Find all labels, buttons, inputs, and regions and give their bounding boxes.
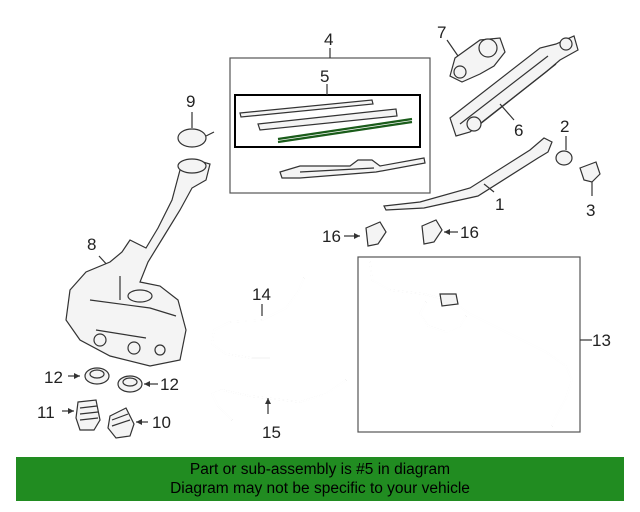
nozzle-right-part-16: 16 bbox=[421, 219, 479, 245]
hose-part-14: 14 bbox=[211, 277, 305, 359]
callout-7: 7 bbox=[437, 23, 446, 42]
wiper-blade bbox=[279, 157, 426, 179]
washer-tank-part-8: 8 bbox=[65, 158, 211, 367]
pump-part-10: 10 bbox=[107, 407, 171, 439]
banner-line-1: Part or sub-assembly is #5 in diagram bbox=[189, 461, 451, 478]
callout-6: 6 bbox=[514, 121, 523, 140]
callout-1: 1 bbox=[495, 195, 504, 214]
grommet-left-part-12: 12 bbox=[44, 367, 110, 387]
wiper-linkage-part-6: 6 bbox=[449, 35, 579, 140]
wiper-arm-part-1: 1 bbox=[383, 137, 553, 214]
tank-cap-part-9: 9 bbox=[177, 92, 215, 148]
callout-12b: 12 bbox=[160, 375, 179, 394]
fitment-banner: Part or sub-assembly is #5 in diagram Di… bbox=[16, 457, 624, 501]
parts-diagram: 4 5 7 6 2 3 bbox=[37, 23, 611, 442]
callout-15: 15 bbox=[262, 423, 281, 442]
nut-part-2: 2 bbox=[555, 117, 573, 166]
banner-line-2: Diagram may not be specific to your vehi… bbox=[170, 480, 470, 497]
callout-9: 9 bbox=[186, 92, 195, 111]
wiper-motor-part-7: 7 bbox=[437, 23, 506, 83]
refill-strip-top bbox=[239, 99, 374, 118]
callout-12a: 12 bbox=[44, 368, 63, 387]
hose-part-15: 15 bbox=[210, 379, 347, 442]
grommet-right-part-12: 12 bbox=[117, 375, 179, 394]
callout-3: 3 bbox=[586, 201, 595, 220]
hose-kit-box bbox=[357, 256, 581, 433]
callout-13: 13 bbox=[592, 331, 611, 350]
refill-rubber-part-5 bbox=[277, 117, 413, 144]
callout-2: 2 bbox=[560, 117, 569, 136]
cap-part-3: 3 bbox=[579, 161, 601, 220]
callout-11: 11 bbox=[37, 403, 55, 422]
callout-4: 4 bbox=[324, 30, 333, 49]
callout-16b: 16 bbox=[460, 223, 479, 242]
callout-14: 14 bbox=[252, 285, 271, 304]
blade-assembly-group: 4 5 bbox=[229, 30, 431, 194]
callout-16a: 16 bbox=[322, 227, 341, 246]
callout-10: 10 bbox=[152, 413, 171, 432]
nozzle-left-part-16: 16 bbox=[322, 221, 387, 247]
refill-strip-middle bbox=[257, 108, 398, 131]
hose-kit-part-13: 13 bbox=[357, 256, 611, 433]
callout-5: 5 bbox=[320, 67, 329, 86]
pump-part-11: 11 bbox=[37, 399, 101, 431]
callout-8: 8 bbox=[87, 235, 96, 254]
